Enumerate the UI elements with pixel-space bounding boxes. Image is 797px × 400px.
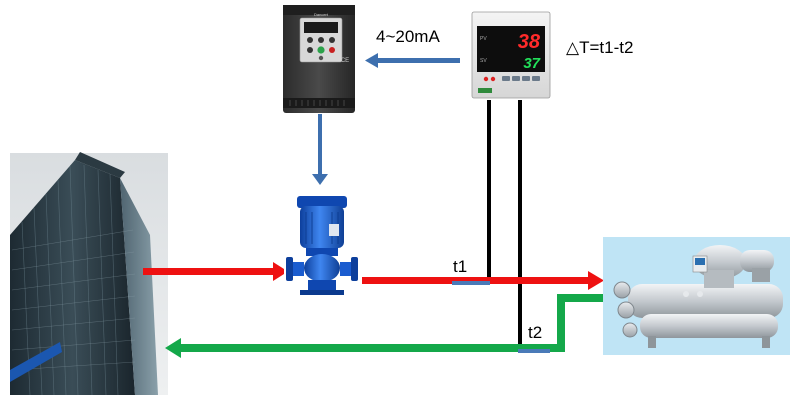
signal-label: 4~20mA	[376, 27, 440, 46]
pv-display: 38	[518, 31, 541, 53]
vfd-to-pump-arrow	[312, 114, 328, 185]
vfd-brand-label: Dancert	[314, 12, 329, 17]
sv-display: 37	[523, 55, 540, 72]
t2-sensor	[518, 349, 550, 353]
sv-tag: SV	[480, 58, 487, 64]
t2-label: t2	[528, 323, 542, 342]
office-building-icon	[10, 152, 168, 396]
centrifugal-chiller-icon	[603, 237, 790, 355]
t1-sensor	[452, 281, 490, 285]
signal-arrow	[365, 53, 460, 68]
frequency-inverter-icon: Dancert CE	[283, 5, 355, 113]
pv-tag: PV	[480, 36, 487, 42]
delta-t-formula: △T=t1-t2	[566, 38, 633, 57]
temperature-controller-icon: PV SV 38 37	[471, 11, 551, 99]
t1-label: t1	[453, 257, 467, 276]
centrifugal-pump-icon	[284, 190, 362, 302]
ce-mark: CE	[341, 58, 349, 64]
return-pipe	[165, 294, 605, 358]
supply-pipe	[143, 262, 604, 290]
sensor-wires	[487, 100, 522, 352]
